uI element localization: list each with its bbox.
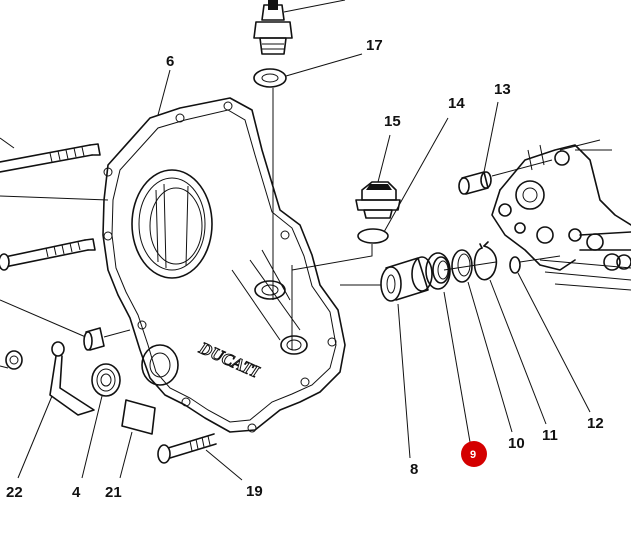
bushing-part-13 <box>458 101 553 195</box>
callout-label-4: 4 <box>72 484 81 501</box>
screw-part-19 <box>157 433 243 481</box>
leader-upper-bolt <box>0 195 109 201</box>
callout-label-9: 9 <box>470 449 476 461</box>
callout-label-19: 19 <box>246 483 263 500</box>
leader-part-6 <box>157 69 171 116</box>
callout-label-22: 22 <box>6 484 23 501</box>
gasket-piece-part-21 <box>119 399 156 479</box>
long-bolt-upper <box>0 143 101 173</box>
callout-label-21: 21 <box>105 484 122 501</box>
sensor-plug-part <box>253 0 346 55</box>
highlight-marker-9 <box>461 441 487 467</box>
callout-label-14: 14 <box>448 95 465 112</box>
callout-label-8: 8 <box>410 461 418 478</box>
circlip-part-11 <box>473 241 547 425</box>
callout-label-6: 6 <box>166 53 174 70</box>
crankcase-fragment <box>491 139 631 291</box>
sleeve-part-8 <box>380 256 433 459</box>
side-cover-part: DUCATI <box>102 97 346 433</box>
o-ring-part-12 <box>509 256 591 413</box>
leader-dowel <box>0 299 89 339</box>
callout-label-11: 11 <box>542 427 558 444</box>
long-bolt-lower <box>0 238 96 271</box>
axis-line-filler-plug <box>291 244 373 271</box>
leader-left-edge <box>0 137 15 149</box>
o-ring-part-14 <box>357 117 449 244</box>
callout-label-12: 12 <box>587 415 604 432</box>
seal-part-9 <box>425 252 471 443</box>
wire-clip-part <box>17 341 95 479</box>
callout-label-13: 13 <box>494 81 511 98</box>
callout-label-15: 15 <box>384 113 401 130</box>
washer-part-10 <box>451 249 513 433</box>
washer-part-17 <box>253 53 363 88</box>
cover-brand-text: DUCATI <box>195 338 263 382</box>
seal-part-4 <box>81 363 121 479</box>
washer-part-22 <box>0 350 23 370</box>
dowel-part <box>83 327 131 351</box>
callout-label-17: 17 <box>366 37 383 54</box>
filler-plug-part-15 <box>355 134 401 219</box>
callout-label-10: 10 <box>508 435 525 452</box>
